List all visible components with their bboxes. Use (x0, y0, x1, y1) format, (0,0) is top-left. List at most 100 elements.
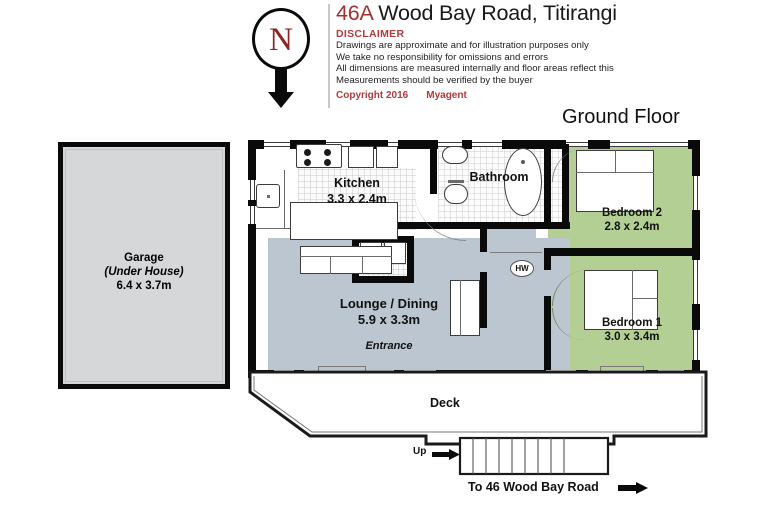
wall-right-4 (692, 360, 700, 378)
wall-right-3 (692, 304, 700, 330)
garage-inner-outline (65, 149, 223, 382)
sofa-back-line (300, 256, 392, 257)
stairs-outline (458, 436, 610, 476)
bedroom2-label-block: Bedroom 2 2.8 x 2.4m (570, 206, 694, 234)
garage-dimensions: 6.4 x 3.7m (116, 280, 172, 292)
north-arrow-head-icon (268, 92, 294, 108)
bedroom2-dimensions: 2.8 x 2.4m (604, 221, 660, 233)
wall-left-1 (248, 140, 256, 180)
wall-top-4 (398, 140, 438, 149)
compass-north-letter: N (269, 22, 293, 58)
bathtub-drain-icon (521, 160, 525, 164)
wall-right-2 (692, 210, 700, 260)
hall-door-swing-right (516, 252, 542, 279)
window-top-6 (566, 142, 588, 147)
north-compass: N (248, 8, 318, 114)
bedroom1-name: Bedroom 1 (601, 317, 663, 329)
wall-left-3 (248, 224, 256, 370)
fridge-icon (348, 146, 374, 168)
window-top-5 (472, 142, 502, 147)
garage-label-block: Garage (Under House) 6.4 x 3.7m (63, 251, 225, 293)
burner-1-icon (304, 149, 311, 156)
wall-top-6 (502, 140, 566, 149)
wall-top-1 (248, 140, 264, 149)
basin-icon (442, 146, 468, 164)
page-title: 46A Wood Bay Road, Titirangi (336, 1, 692, 26)
direction-note: To 46 Wood Bay Road (468, 480, 599, 494)
sofa-seat-div-1 (330, 256, 331, 274)
sink-drain-icon (267, 195, 270, 198)
window-top-7 (610, 142, 688, 147)
window-right-1 (693, 176, 698, 210)
bathtub-icon (504, 148, 542, 216)
north-arrow-icon (275, 68, 287, 94)
entrance-label: Entrance (365, 340, 413, 352)
right-arrow-icon (432, 449, 460, 460)
wall-bathroom-right (562, 144, 569, 226)
wall-bed1-left (544, 296, 551, 370)
header-block: N 46A Wood Bay Road, Titirangi DISCLAIME… (240, 0, 700, 118)
sofa-seat-div-2 (362, 256, 363, 274)
header-divider (328, 4, 330, 108)
stairs-up-label: Up (413, 446, 427, 457)
kitchen-dimensions: 3.3 x 2.4m (327, 191, 387, 206)
window-left-2 (250, 206, 255, 224)
address-number: 46A (336, 1, 373, 25)
agent-name: Myagent (426, 90, 467, 102)
bedroom1-label-block: Bedroom 1 3.0 x 3.4m (570, 316, 694, 344)
wall-top-7 (588, 140, 610, 149)
bed1-pillow-div (632, 298, 658, 299)
bedroom1-dimensions: 3.0 x 3.4m (604, 331, 660, 343)
sofa-icon (300, 246, 392, 274)
copyright-row: Copyright 2016 Myagent (336, 90, 692, 101)
armchair-arm-line (460, 280, 461, 336)
bench-unit-icon (376, 146, 398, 168)
garage-subtitle: (Under House) (104, 266, 184, 278)
disclaimer-line-1: Drawings are approximate and for illustr… (336, 40, 589, 51)
deck-label: Deck (430, 396, 460, 410)
hall-door-swing-left (490, 252, 516, 279)
lounge-dimensions: 5.9 x 3.3m (357, 312, 421, 327)
compass-circle-icon (252, 8, 310, 70)
wall-right-1 (692, 140, 700, 176)
wall-left-2 (248, 200, 256, 206)
floor-level-label: Ground Floor (562, 106, 680, 128)
disclaimer-line-2: We take no responsibility for omissions … (336, 51, 549, 63)
wall-hall-left-lower (480, 272, 487, 328)
wall-hall-left (480, 222, 487, 252)
bed1-pillow-line (632, 270, 633, 330)
bench-edge-line-2 (256, 228, 296, 229)
garage-room: Garage (Under House) 6.4 x 3.7m (58, 142, 230, 389)
bed2-pillow-div (615, 150, 616, 172)
house-block: HW Kitchen 3.3 x 2.4m Bathroom Lounge / … (248, 140, 700, 378)
bed2-pillow-line (576, 172, 654, 173)
armchair-icon (450, 280, 480, 336)
wall-top-5 (462, 140, 472, 149)
copyright-text: Copyright 2016 (336, 90, 409, 102)
footer-right-arrow-icon (618, 482, 648, 494)
kitchen-label-block: Kitchen 3.3 x 2.4m (282, 176, 432, 207)
lounge-label-block: Lounge / Dining 5.9 x 3.3m (284, 296, 494, 328)
dining-table-icon (290, 202, 398, 240)
lounge-name: Lounge / Dining (339, 296, 439, 311)
wall-between-bedrooms (544, 248, 700, 256)
wall-bed2-left (544, 144, 551, 228)
wall-top-3 (350, 140, 388, 149)
stovetop-icon (296, 144, 342, 168)
toilet-cistern-icon (448, 180, 464, 183)
garage-name: Garage (124, 252, 164, 264)
bathroom-name: Bathroom (469, 170, 529, 184)
wall-laundry-right (407, 236, 414, 282)
disclaimer-line-3: All dimensions are measured internally a… (336, 63, 614, 75)
address-street: Wood Bay Road, Titirangi (372, 1, 617, 25)
kitchen-name: Kitchen (334, 176, 380, 190)
burner-2-icon (324, 149, 331, 156)
bedroom2-name: Bedroom 2 (601, 207, 663, 219)
window-right-3 (693, 330, 698, 360)
hallway-floor-upper (480, 226, 536, 252)
wall-laundry-bottom (352, 276, 414, 283)
window-right-2 (693, 260, 698, 304)
window-left-1 (250, 180, 255, 200)
wall-kitchen-right-upper (430, 144, 437, 184)
